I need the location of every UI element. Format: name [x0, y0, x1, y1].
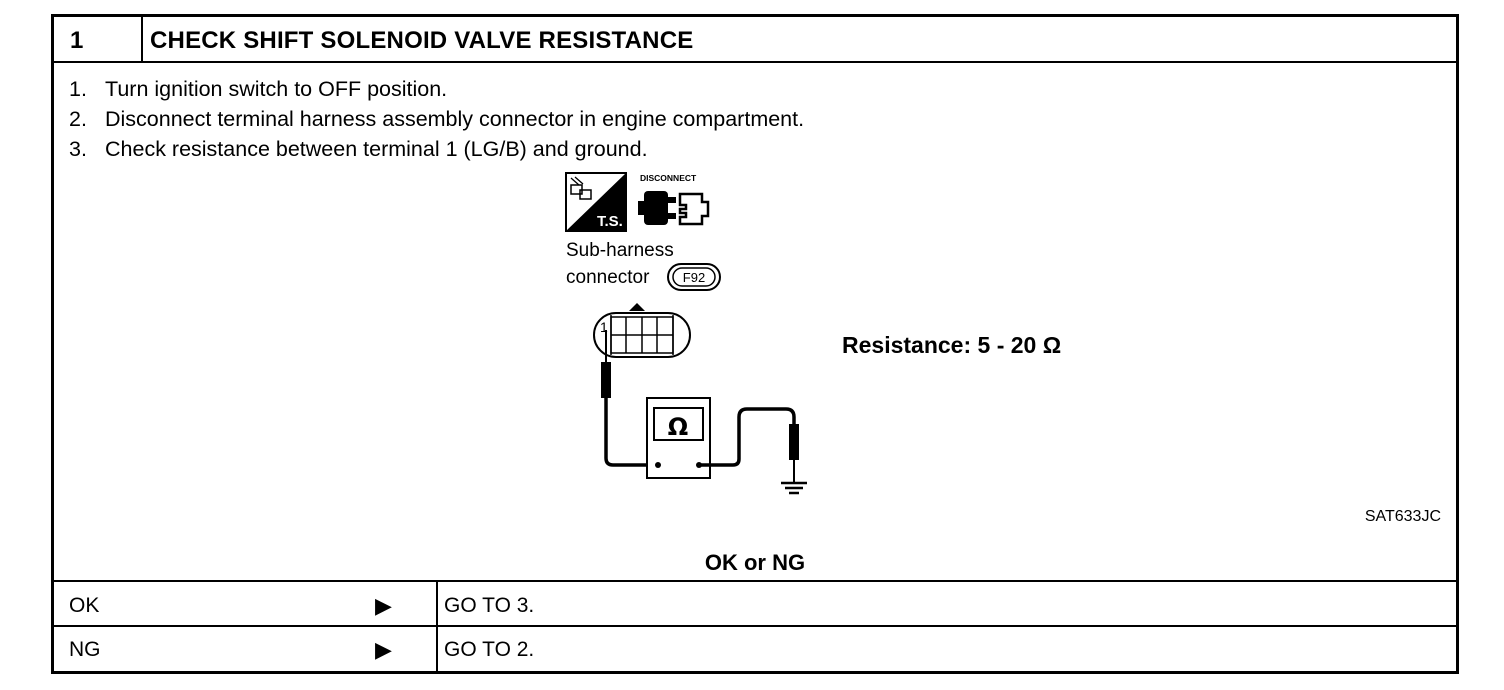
step-title: CHECK SHIFT SOLENOID VALVE RESISTANCE [150, 27, 694, 54]
result-ng-label: NG [69, 638, 101, 661]
arrow-right-icon: ▶ [375, 593, 392, 618]
terminal-number: 1 [600, 319, 608, 335]
ok-or-ng-question: OK or NG [704, 550, 806, 575]
instruction-item: 1.Turn ignition switch to OFF position. [69, 77, 448, 101]
arrow-right-icon: ▶ [375, 637, 392, 662]
figure-id: SAT633JC [1365, 508, 1441, 525]
header-divider [141, 17, 143, 61]
instruction-item: 3.Check resistance between terminal 1 (L… [69, 137, 648, 161]
connector-id-badge: F92 [667, 263, 721, 291]
results-divider [436, 580, 438, 674]
ts-label: T.S. [597, 213, 623, 230]
results-middle-rule [54, 625, 1456, 627]
connector-label-line1: Sub-harness [566, 240, 674, 261]
disconnect-label: DISCONNECT [640, 173, 697, 183]
sub-harness-connector: 1 [593, 303, 691, 358]
resistance-spec: Resistance: 5 - 20 Ω [842, 332, 1061, 358]
connector-label-line2: connector [566, 267, 650, 288]
results-top-rule [54, 580, 1456, 582]
ts-icon: T.S. [565, 172, 627, 232]
header-bottom-rule [54, 61, 1456, 63]
result-ok-action: GO TO 3. [444, 594, 535, 617]
svg-text:F92: F92 [683, 270, 705, 285]
result-ok-label: OK [69, 594, 100, 617]
result-ng-action: GO TO 2. [444, 638, 535, 661]
ground-icon [781, 481, 807, 495]
step-number: 1 [70, 27, 84, 54]
disconnect-icon: DISCONNECT [638, 173, 710, 226]
instruction-item: 2.Disconnect terminal harness assembly c… [69, 107, 805, 131]
diagnostic-procedure-table: 1 CHECK SHIFT SOLENOID VALVE RESISTANCE … [51, 14, 1459, 674]
ohm-icon: Ω [668, 413, 688, 441]
ohmmeter: Ω [601, 330, 799, 483]
